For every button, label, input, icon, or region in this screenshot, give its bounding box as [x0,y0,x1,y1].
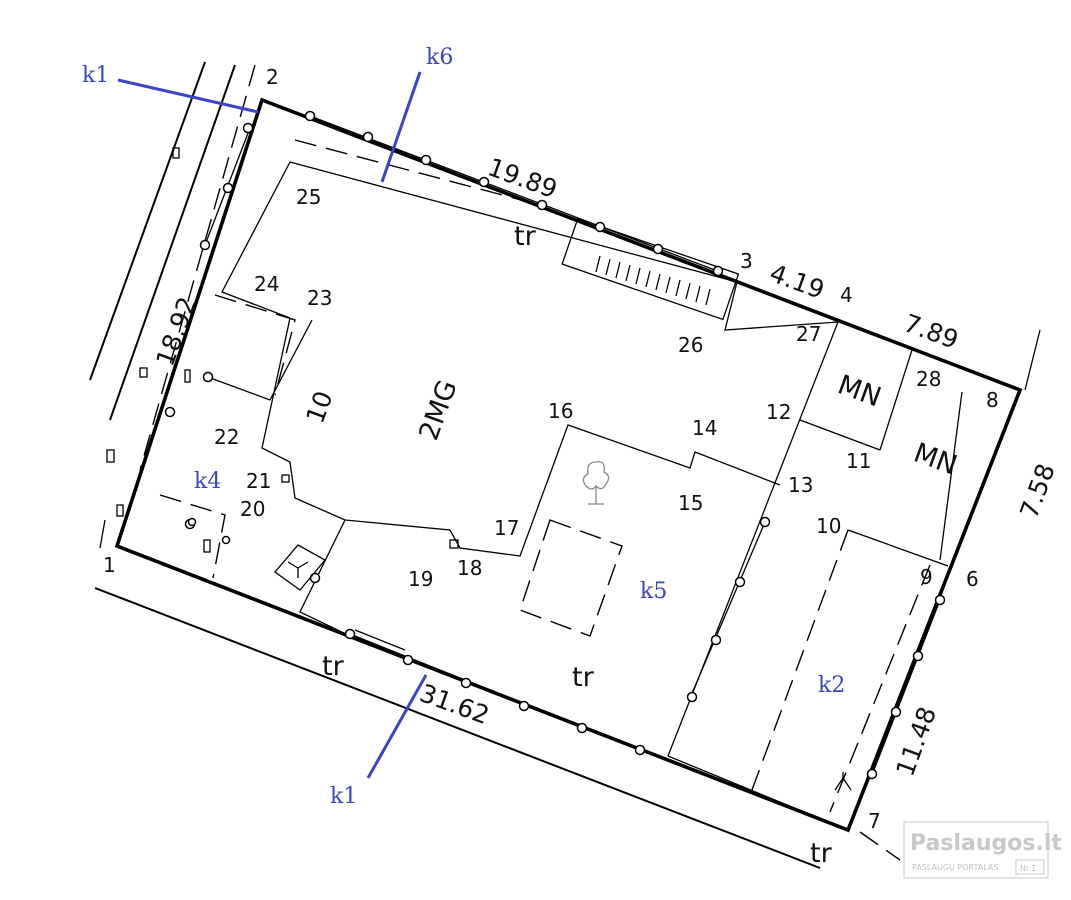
point-label-24: 24 [254,272,279,296]
callout-k4: k4 [194,469,221,494]
point-label-1: 1 [103,553,116,577]
strip-line-5 [939,391,963,561]
road-dashed-corner [859,831,901,861]
road-edge-south-outer [94,587,821,869]
utility-box-6 [203,539,211,553]
strip-line-3 [799,419,881,451]
fence-east [871,599,941,776]
dimension-west: 18.92 [150,293,202,370]
point-label-3: 3 [740,249,753,273]
dashed-setback-west [214,294,296,396]
point-label-17: 17 [494,516,519,540]
utility-box-3 [184,369,191,383]
utility-box-4 [106,449,115,463]
fence-inner [689,521,766,699]
road-edge-west-inner [109,64,236,421]
mn-label-1: MN [834,369,885,413]
point-label-20: 20 [240,497,265,521]
point-label-23: 23 [307,286,332,310]
point-label-2: 2 [266,65,279,89]
callout-line-k6 [380,71,422,183]
point-label-12: 12 [766,400,791,424]
watermark-subtitle: PASLAUGŲ PORTALAS [912,863,998,872]
manhole-symbol [274,544,327,591]
watermark-badge-box [1015,859,1045,875]
corner-tripod [834,772,852,791]
manhole-tripod [287,561,309,578]
watermark: Paslaugos.lt PASLAUGŲ PORTALAS Nr.1 [903,821,1062,879]
building-outline-north [289,161,839,331]
point-label-13: 13 [788,473,813,497]
building-label: 2MG [413,376,463,444]
utility-box-2 [139,367,148,378]
callout-k1-top: k1 [82,63,109,88]
point-label-4: 4 [840,283,853,307]
point-label-22: 22 [214,425,239,449]
tr-label-corner: tr [810,838,833,869]
callout-k1-bottom: k1 [330,784,357,809]
point-label-6: 6 [966,567,979,591]
strip-dashed-2 [829,564,931,813]
strip-base [667,755,849,831]
utility-box-5 [116,504,124,517]
callout-k2: k2 [818,673,845,698]
utility-box-8 [449,539,459,549]
fence-north [309,115,721,273]
road-edges [89,61,1041,869]
utility-symbols [106,147,852,791]
mn-label-2: MN [910,437,961,481]
point-label-25: 25 [296,185,321,209]
callout-line-k1-top [117,78,259,114]
strip-dashed-1 [751,529,849,791]
dashed-setback-north [294,139,541,206]
zone-labels: 2MG MN MN tr tr tr tr [322,221,961,869]
point-label-28: 28 [916,367,941,391]
stair-hatching [595,255,711,306]
fence-south [349,633,641,751]
dashed-setback-southwest [159,494,226,579]
point-label-15: 15 [678,491,703,515]
point-label-18: 18 [457,556,482,580]
road-edge-east [1024,329,1041,391]
callout-k5: k5 [640,579,667,604]
point-label-7: 7 [868,809,881,833]
point-label-27: 27 [796,322,821,346]
point-label-16: 16 [548,399,573,423]
tr-label-south: tr [322,651,345,682]
gate-line [354,629,406,651]
watermark-badge: Nr.1 [1020,864,1036,873]
fence-posts [164,110,946,780]
strip-line-2 [879,349,913,451]
callout-k6: k6 [426,45,453,70]
point-label-11: 11 [846,449,871,473]
dimension-building-side: 10 [300,387,338,427]
point-label-21: 21 [246,469,271,493]
road-dashed-west [139,64,256,471]
dimension-east-a: 7.58 [1014,460,1060,522]
point-label-14: 14 [692,416,717,440]
tr-label-north: tr [514,221,537,252]
road-edge-west-outer [89,61,206,381]
building-stair-south [299,519,351,637]
callouts: k1 k6 k1 k2 k4 k5 [82,45,845,809]
watermark-title: Paslaugos.lt [910,831,1062,856]
building-outline-inner [221,161,781,557]
strip-line-4 [847,529,949,567]
utility-box-1 [172,147,180,159]
parcel-boundary [114,97,1023,833]
callout-line-k1-bottom [366,674,428,779]
point-label-10: 10 [816,514,841,538]
point-label-9: 9 [920,565,933,589]
point-label-8: 8 [986,388,999,412]
point-label-19: 19 [408,567,433,591]
point-label-26: 26 [678,333,703,357]
utility-box-7 [281,474,290,483]
tr-label-center: tr [572,662,595,693]
road-curb-west [99,519,106,549]
point-labels: 1 2 3 4 6 7 8 9 10 11 12 13 14 15 16 17 … [103,65,999,833]
dashed-area-k5 [519,519,623,637]
tree-icon [582,461,610,505]
building-notch-west [204,319,313,401]
